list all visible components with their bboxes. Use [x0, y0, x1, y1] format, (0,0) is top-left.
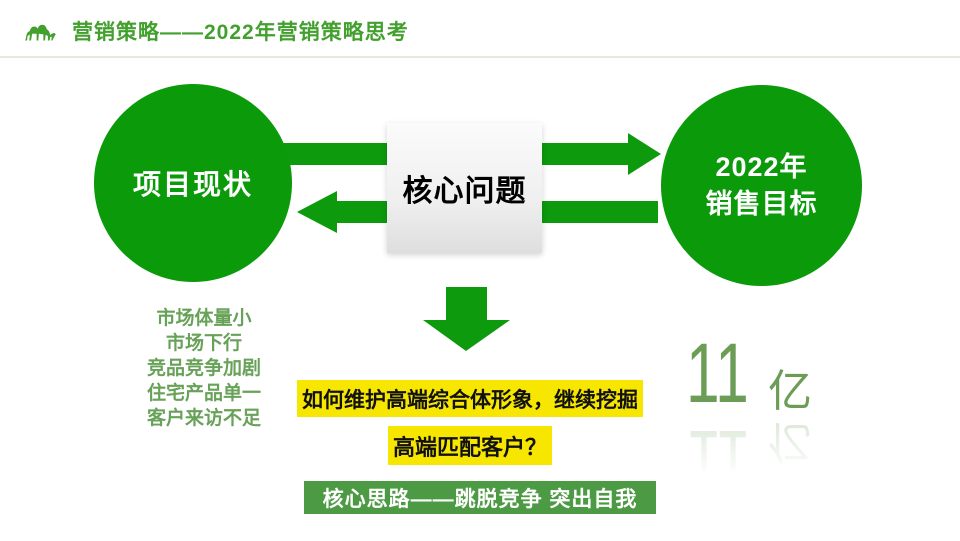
key-question: 如何维护高端综合体形象，继续挖掘 高端匹配客户？	[270, 380, 670, 465]
question-line-1-text: 如何维护高端综合体形象，继续挖掘	[297, 380, 643, 417]
list-item: 市场体量小	[156, 308, 252, 329]
core-idea-banner: 核心思路——跳脱竞争 突出自我	[304, 481, 656, 514]
core-problem-label: 核心问题	[402, 175, 527, 208]
list-item: 竞品竞争加剧	[146, 358, 261, 379]
sales-target-value: 11 亿	[686, 326, 876, 420]
list-item: 住宅产品单一	[146, 383, 261, 404]
sales-target-unit: 亿	[768, 367, 812, 416]
sales-target-number: 11	[686, 326, 749, 420]
list-item: 市场下行	[165, 333, 242, 354]
right-circle: 2022年 销售目标	[661, 85, 862, 286]
question-line-2-text: 高端匹配客户？	[387, 426, 552, 465]
arrow-down-icon	[423, 287, 510, 351]
header: 营销策略——2022年营销策略思考	[22, 16, 409, 46]
camel-icon	[25, 24, 56, 40]
left-circle: 项目现状	[94, 84, 292, 282]
sales-target: 11 亿 11 亿	[686, 326, 876, 507]
left-circle-label: 项目现状	[132, 169, 253, 200]
core-idea-label: 核心思路——跳脱竞争 突出自我	[322, 487, 638, 511]
list-item: 客户来访不足	[146, 408, 261, 429]
right-circle-line2: 销售目标	[705, 188, 818, 219]
question-line-1: 如何维护高端综合体形象，继续挖掘	[270, 380, 670, 417]
header-divider	[0, 56, 960, 58]
core-problem-box: 核心问题	[387, 123, 542, 253]
right-circle-line1: 2022年	[715, 151, 808, 182]
question-line-2: 高端匹配客户？	[270, 426, 670, 465]
page-title: 营销策略——2022年营销策略思考	[72, 21, 409, 44]
issues-list: 市场体量小 市场下行 竞品竞争加剧 住宅产品单一 客户来访不足	[116, 306, 292, 431]
